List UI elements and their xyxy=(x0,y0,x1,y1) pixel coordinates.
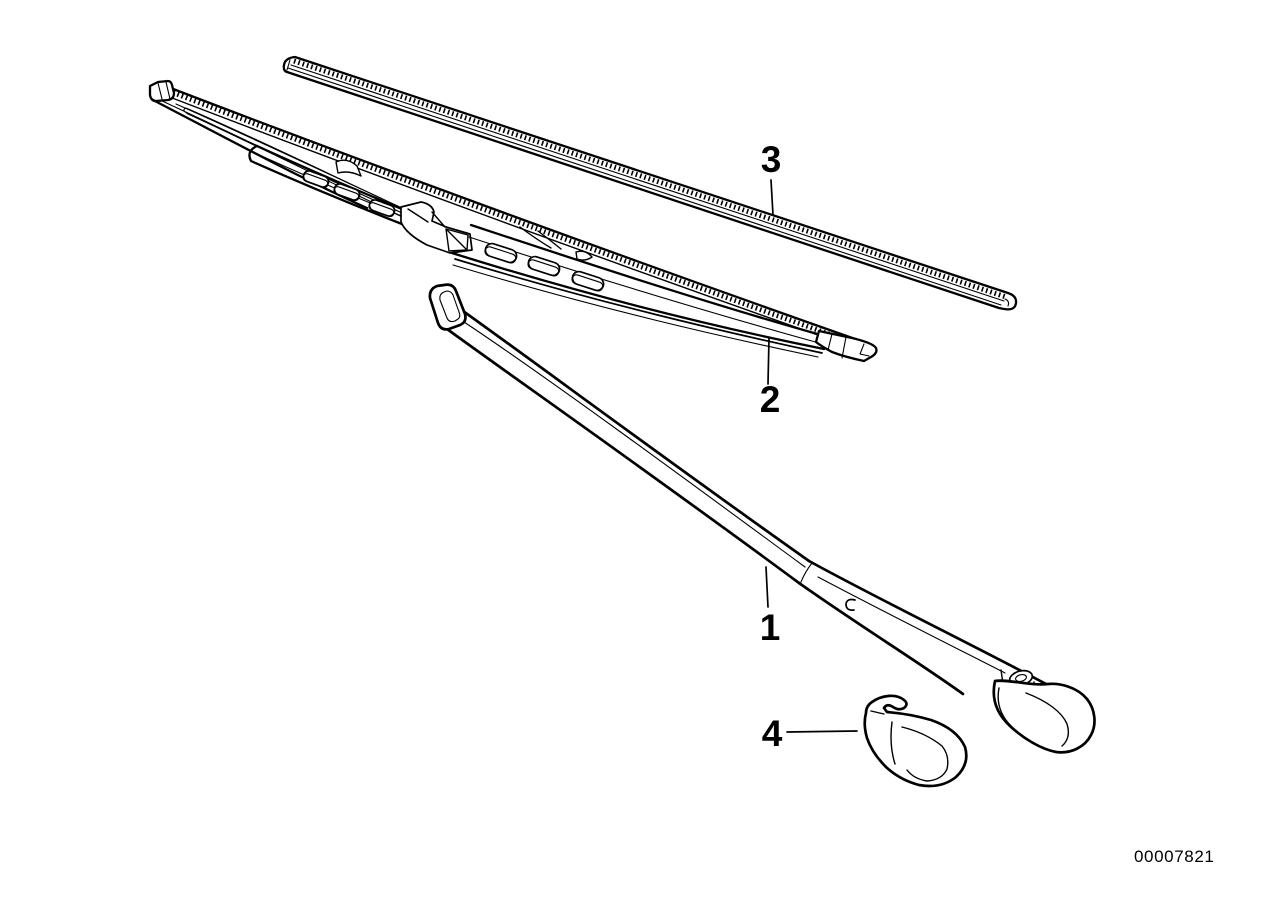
blade-end-clip-inner xyxy=(827,333,870,359)
blade-adapter-inner xyxy=(407,208,469,252)
blade-tip-inner xyxy=(157,81,171,100)
arm-hole-c xyxy=(845,598,856,611)
callout-2: 2 xyxy=(760,337,781,420)
callout-3-leader xyxy=(770,179,774,216)
blade-slot xyxy=(571,270,605,292)
cap-inner xyxy=(870,710,949,782)
blade-band-tab xyxy=(335,159,362,177)
refill-inner-lines xyxy=(286,59,1010,307)
blade-rubber-lower xyxy=(454,258,823,354)
callout-4: 4 xyxy=(762,713,858,754)
cap-drawing xyxy=(863,694,968,788)
blade-slot xyxy=(527,255,561,277)
arm-wide-section xyxy=(797,559,1048,696)
blade-rubber-lower-inner xyxy=(452,264,819,358)
arm-end-cap xyxy=(992,679,1096,754)
refill-outline xyxy=(282,55,1018,311)
callout-2-label[interactable]: 2 xyxy=(760,379,781,420)
cap-outline xyxy=(863,694,968,788)
blade-band-hatch xyxy=(168,88,858,347)
callout-3: 3 xyxy=(761,139,782,216)
blade-slot xyxy=(302,170,330,189)
blade-slot xyxy=(484,242,518,264)
doc-number: 00007821 xyxy=(1134,847,1214,866)
blade-rail-right xyxy=(450,223,826,351)
arm-hook xyxy=(428,283,467,331)
wiper-blade-drawing xyxy=(148,79,878,363)
wiper-arm-drawing xyxy=(428,283,1096,754)
blade-band-top xyxy=(166,85,860,342)
refill-hatch-texture xyxy=(293,58,1007,300)
arm-hook-inner xyxy=(439,290,461,323)
blade-slot xyxy=(333,183,361,202)
arm-end-cap-inner xyxy=(997,687,1070,747)
callout-2-leader xyxy=(767,337,770,385)
arm-shaft xyxy=(445,309,811,585)
blade-rail-left xyxy=(248,144,409,228)
blade-slot xyxy=(368,199,396,218)
callout-1: 1 xyxy=(760,566,781,648)
blade-tip xyxy=(148,79,176,103)
callout-3-label[interactable]: 3 xyxy=(761,139,782,180)
callout-1-leader xyxy=(765,566,769,608)
callout-1-label[interactable]: 1 xyxy=(760,607,781,648)
arm-shaft-inner xyxy=(457,317,806,568)
callout-4-label[interactable]: 4 xyxy=(762,713,783,754)
arm-wide-inner xyxy=(800,562,1006,674)
blade-band-bottom xyxy=(166,95,856,349)
refill-strip-drawing xyxy=(282,55,1018,311)
callout-4-leader xyxy=(786,730,858,733)
blade-adapter xyxy=(400,201,473,254)
blade-rail-right-inner xyxy=(468,236,820,344)
